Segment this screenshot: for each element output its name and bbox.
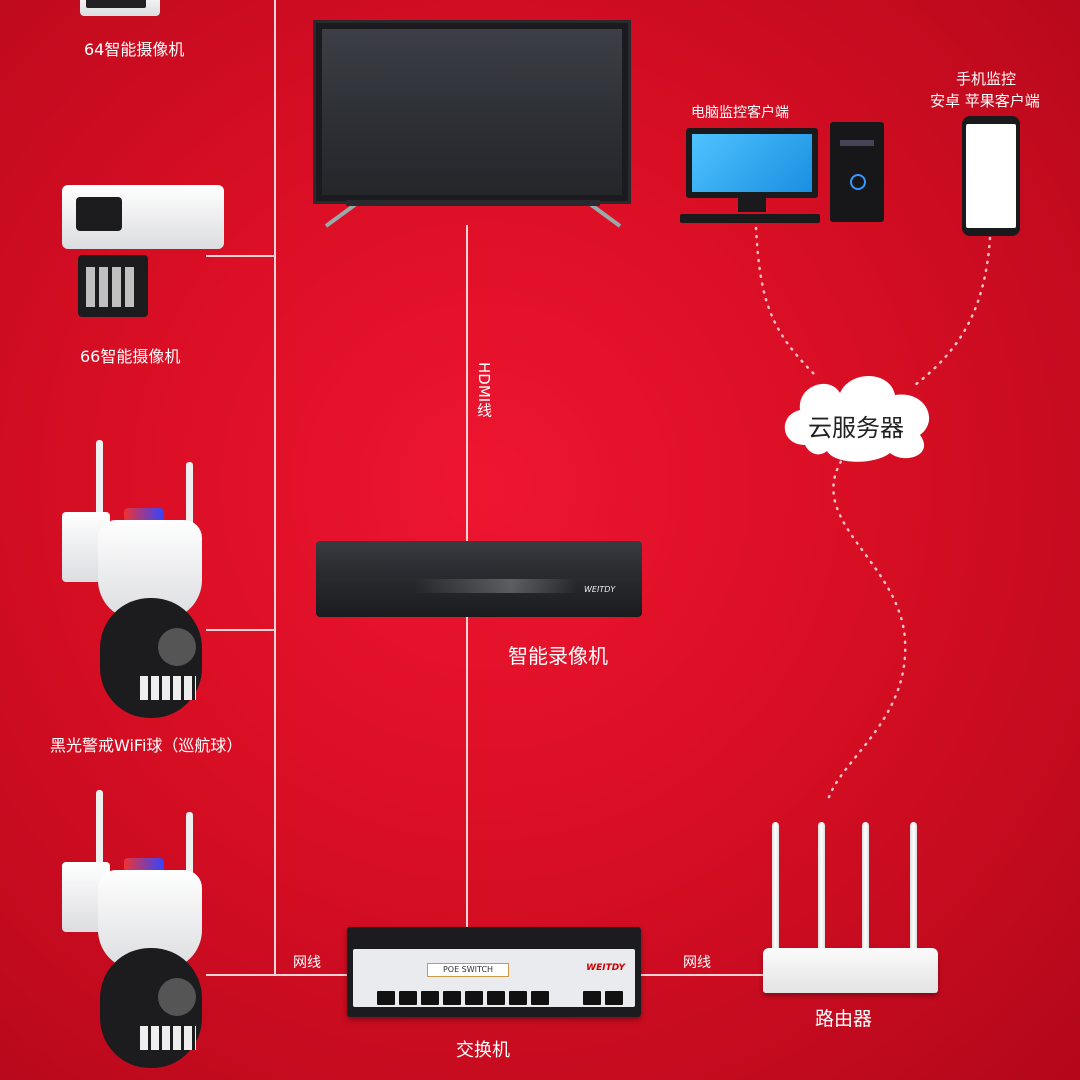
cloud-label: 云服务器: [808, 414, 904, 442]
switch-label: 交换机: [456, 1040, 510, 1061]
nvr-label: 智能录像机: [508, 644, 608, 668]
cam66-image: [62, 185, 224, 325]
mobile-label-line1: 手机监控: [956, 70, 1017, 88]
router-antenna: [862, 822, 869, 952]
tv-stand: [324, 200, 622, 228]
nvr-icon: WEITDY: [316, 541, 642, 617]
switch-brand: WEITDY: [586, 963, 625, 973]
cable-right-label: 网线: [683, 955, 711, 971]
router-icon: [763, 948, 938, 993]
cloud-router-dotted-line: [826, 453, 907, 802]
tv-icon: [313, 20, 631, 204]
switch-icon: POE SWITCH WEITDY: [347, 927, 641, 1017]
nvr-brand: WEITDY: [584, 585, 616, 594]
cam64-image: [80, 0, 160, 16]
phone-cloud-dotted-line: [913, 236, 992, 387]
ptz-wifi-camera-image-2: [62, 790, 207, 1070]
cam66-label: 66智能摄像机: [80, 347, 181, 366]
router-antenna: [818, 822, 825, 952]
pc-cloud-dotted-line: [754, 226, 817, 377]
ptz-wifi-camera-image: [62, 440, 207, 720]
router-label: 路由器: [815, 1008, 873, 1030]
pc-client-label: 电脑监控客户端: [691, 105, 789, 121]
cloud-icon: [784, 375, 930, 462]
cable-left-label: 网线: [293, 955, 321, 971]
switch-panel-label: POE SWITCH: [427, 963, 509, 977]
smartphone-icon: [962, 116, 1020, 236]
monitor-stand: [738, 198, 766, 212]
router-antenna: [910, 822, 917, 952]
mobile-label-line2: 安卓 苹果客户端: [930, 92, 1040, 110]
wifi-ball-label: 黑光警戒WiFi球（巡航球）: [50, 736, 243, 755]
desktop-pc-icon: [686, 128, 818, 198]
hdmi-label: HDMI线: [475, 362, 493, 418]
cam64-label: 64智能摄像机: [84, 40, 185, 59]
keyboard: [680, 214, 820, 223]
pc-tower: [830, 122, 884, 222]
router-antenna: [772, 822, 779, 952]
